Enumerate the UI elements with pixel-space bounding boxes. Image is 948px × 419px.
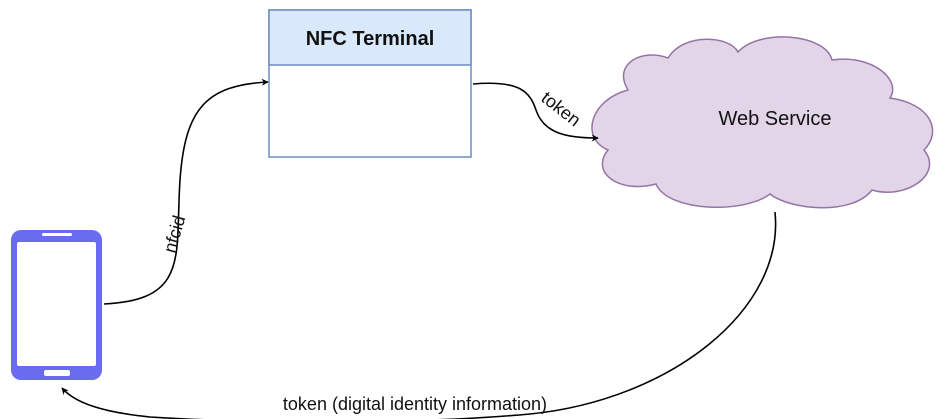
phone-home-button xyxy=(44,370,70,376)
edge-line xyxy=(103,78,269,305)
nfc-terminal-node[interactable]: NFC Terminal xyxy=(268,9,472,158)
web-service-label: Web Service xyxy=(718,108,831,130)
edge-terminal-to-service: token xyxy=(472,82,599,142)
edge-phone-to-terminal: nfcid xyxy=(103,78,269,305)
edge-line xyxy=(472,82,599,142)
smartphone-icon[interactable] xyxy=(11,230,102,380)
edge-line xyxy=(61,211,777,419)
edge-label-token-identity: token (digital identity information) xyxy=(283,394,547,414)
edge-label-nfcid: nfcid xyxy=(160,213,190,255)
terminal-header xyxy=(268,9,472,66)
edge-service-to-phone: token (digital identity information) xyxy=(61,211,777,419)
phone-screen xyxy=(17,242,96,366)
cloud-icon xyxy=(591,36,934,209)
phone-speaker xyxy=(42,233,72,236)
web-service-node[interactable]: Web Service xyxy=(591,36,934,209)
terminal-title: NFC Terminal xyxy=(306,28,435,50)
